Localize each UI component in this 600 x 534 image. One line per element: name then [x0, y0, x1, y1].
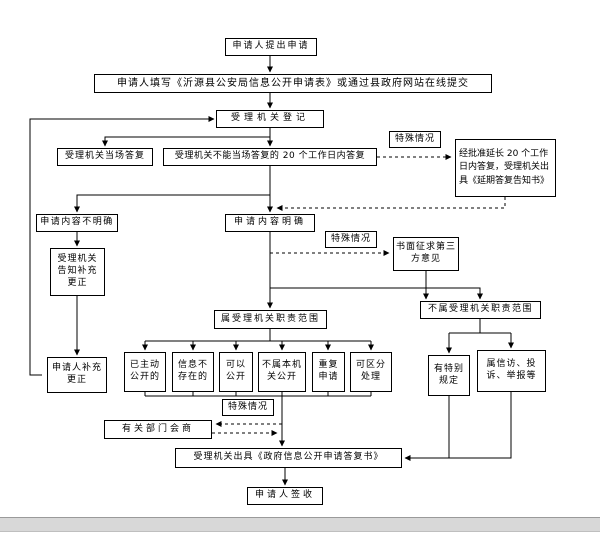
node-can-disclose: 可以公开: [219, 352, 253, 392]
node-within-authority-scope: 属受理机关职责范围: [214, 310, 327, 329]
node-reply-within-20-days: 受理机关不能当场答复的 20 个工作日内答复: [163, 148, 377, 166]
node-written-third-party-opinion: 书面征求第三方意见: [393, 237, 459, 271]
node-onspot-reply: 受理机关当场答复: [57, 148, 153, 166]
special-case-label-top: 特殊情况: [389, 131, 441, 148]
node-extend-20-days: 经批准延长 20 个工作日内答复，受理机关出具《延期答复告知书》: [455, 139, 556, 197]
node-department-consultation: 有关部门会商: [104, 420, 212, 439]
node-already-disclosed: 已主动公开的: [124, 352, 166, 392]
special-case-label-bottom: 特殊情况: [222, 399, 274, 416]
node-special-provisions: 有特别规定: [428, 355, 470, 396]
special-case-label-middle: 特殊情况: [325, 231, 377, 248]
node-issue-reply-document: 受理机关出具《政府信息公开申请答复书》: [175, 448, 402, 468]
bottom-bar: [0, 517, 600, 532]
node-authority-register: 受理机关登记: [216, 110, 324, 128]
node-not-disclosed-by-this-authority: 不属本机关公开: [258, 352, 306, 392]
node-outside-authority-scope: 不属受理机关职责范围: [420, 301, 541, 319]
node-fill-application-form: 申请人填写《沂源县公安局信息公开申请表》或通过县政府网站在线提交: [94, 74, 492, 93]
node-applicant-submit: 申请人提出申请: [225, 38, 317, 56]
node-applicant-sign-receipt: 申请人签收: [247, 487, 323, 505]
node-content-clear: 申请内容明确: [225, 214, 315, 232]
node-repeated-application: 重复申请: [312, 352, 345, 392]
node-content-unclear: 申请内容不明确: [36, 214, 118, 232]
node-notify-supplement-correction: 受理机关告知补充更正: [50, 248, 105, 296]
node-applicant-supplement-correction: 申请人补充更正: [47, 357, 107, 393]
node-petition-complaint-report: 属信访、投诉、举报等: [477, 350, 546, 392]
node-separable-handling: 可区分处理: [350, 352, 392, 392]
node-info-not-exist: 信息不存在的: [172, 352, 214, 392]
